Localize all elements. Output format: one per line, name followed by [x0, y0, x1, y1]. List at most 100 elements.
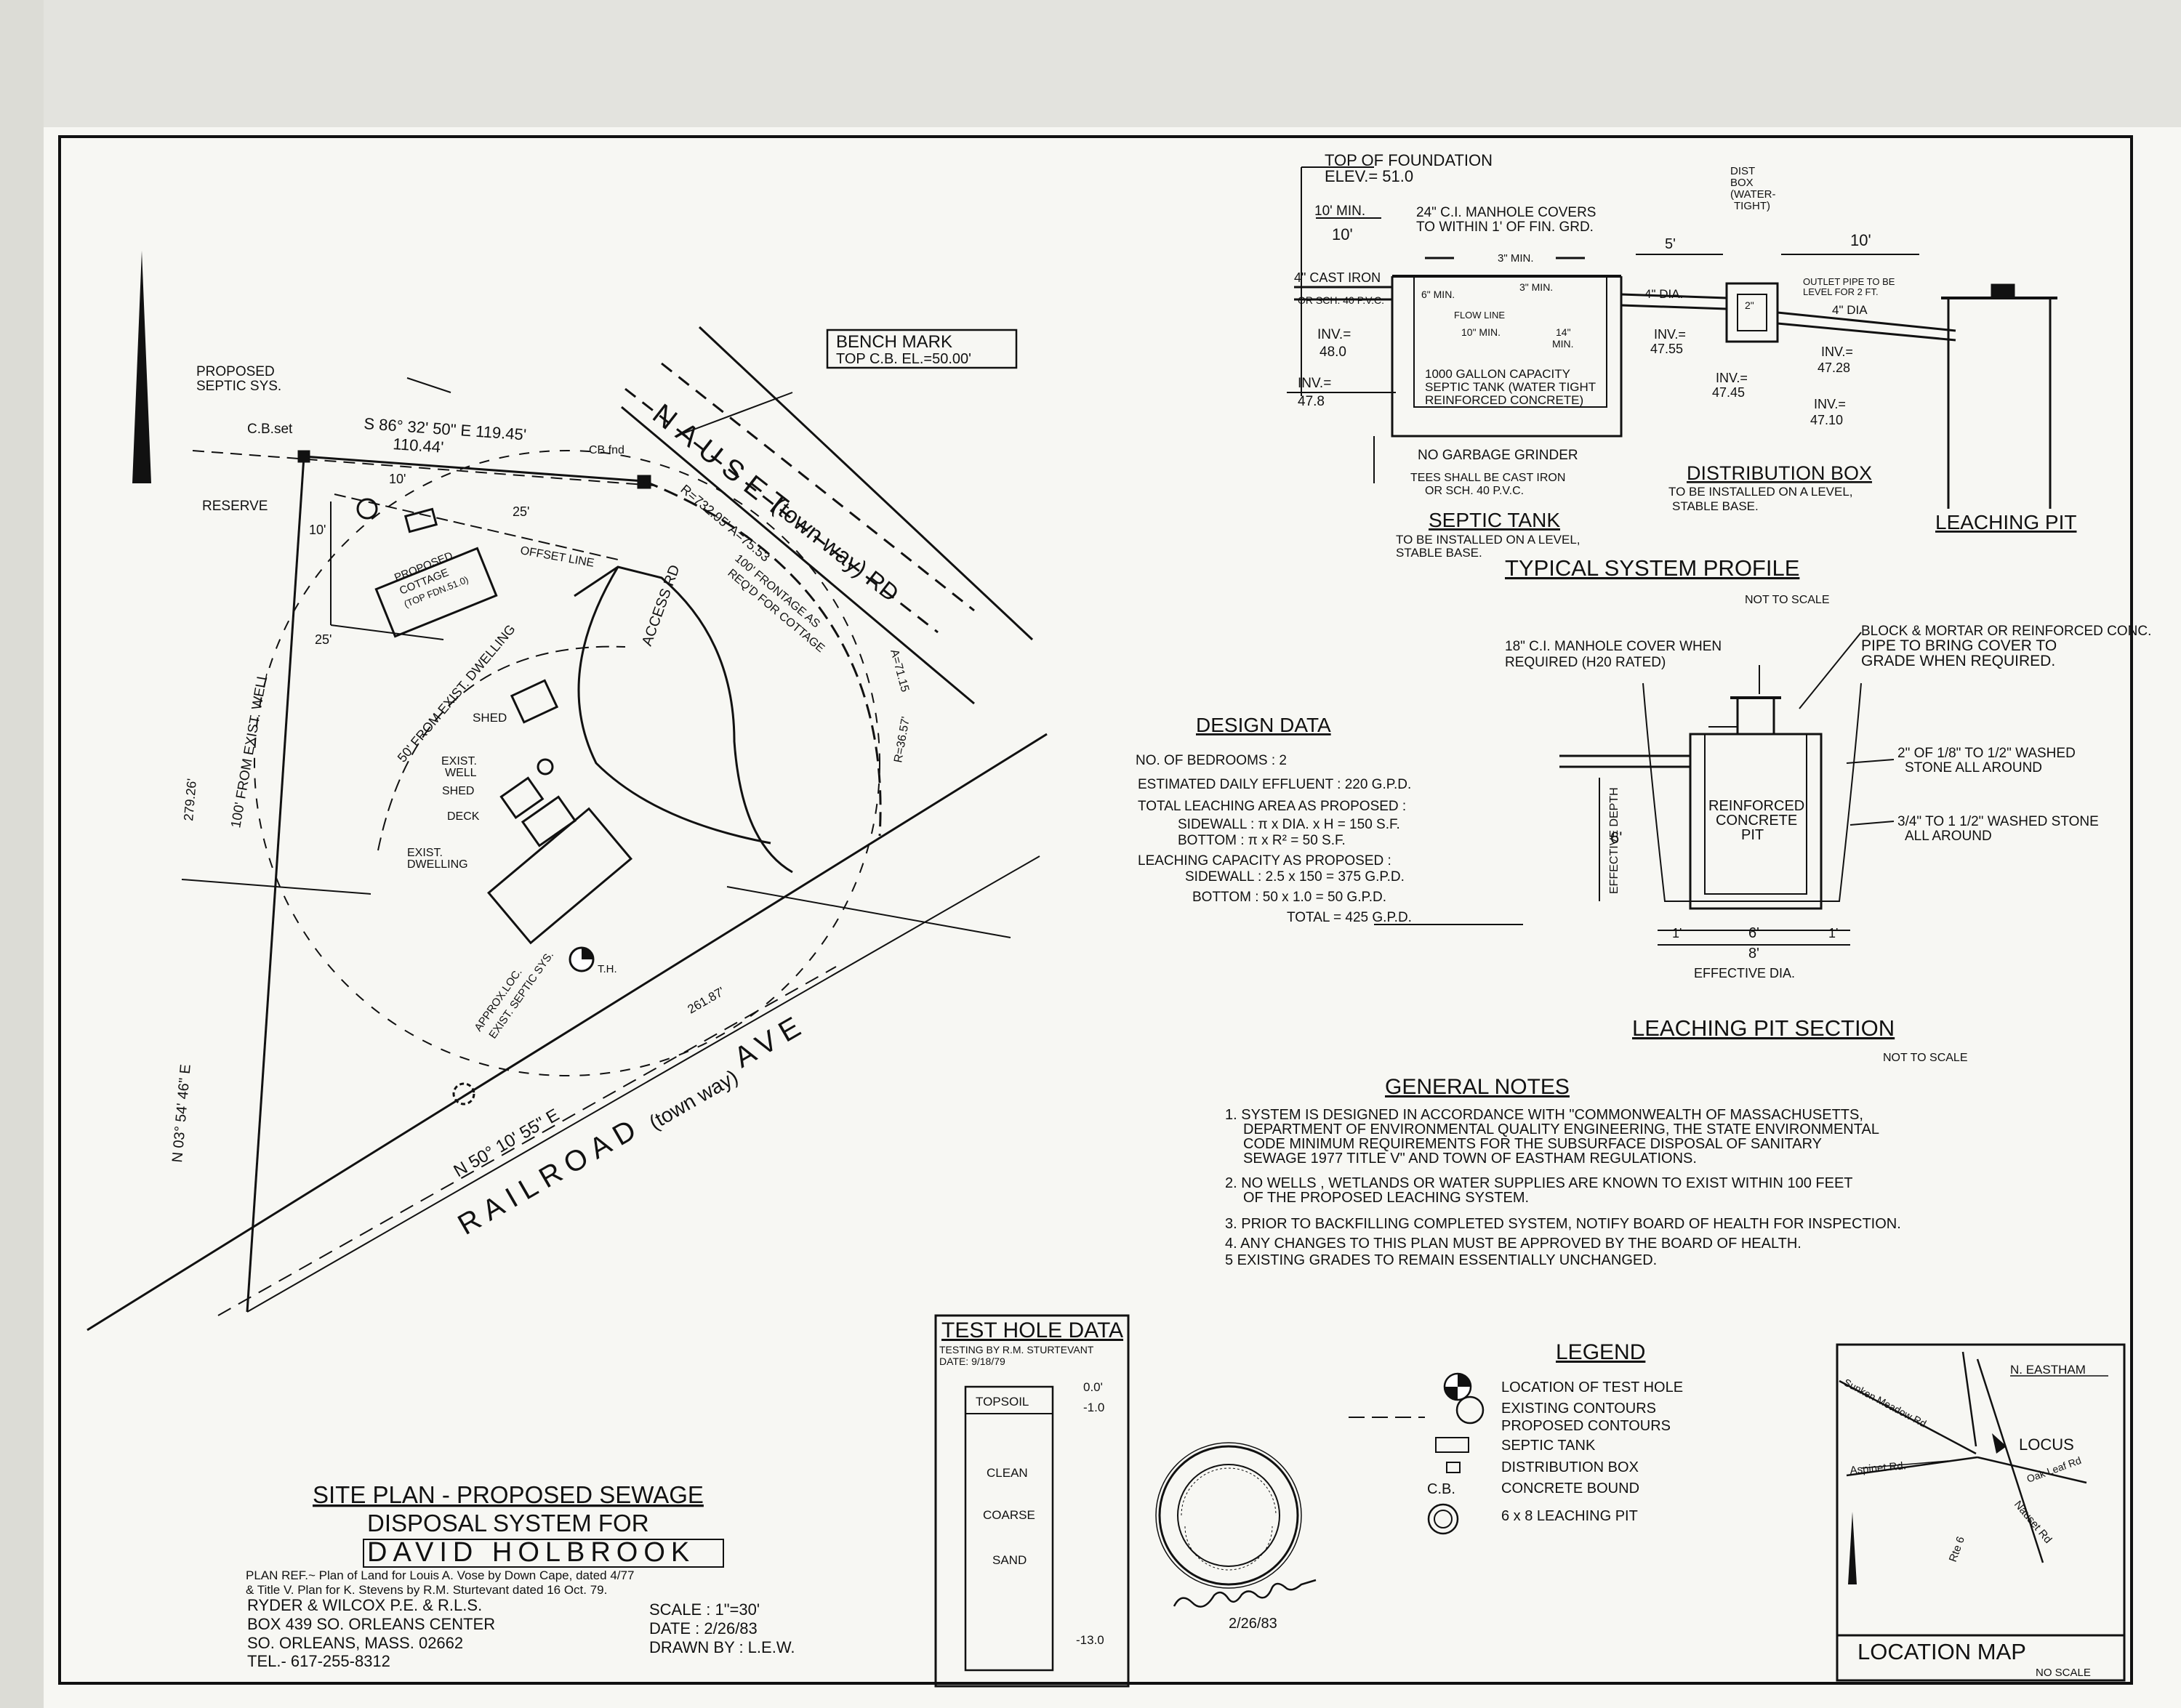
locus-marker	[1992, 1433, 2007, 1454]
design-line-5: BOTTOM : π x R² = 50 S.F.	[1178, 833, 1346, 848]
notes-title: GENERAL NOTES	[1385, 1075, 1570, 1099]
septic-tank-title: SEPTIC TANK	[1429, 509, 1560, 531]
dim-10-b: 10'	[309, 523, 326, 537]
note-line-3: CODE MINIMUM REQUIREMENTS FOR THE SUBSUR…	[1243, 1136, 1822, 1152]
pit-section-title: LEACHING PIT SECTION	[1632, 1015, 1895, 1041]
legend-item-1: LOCATION OF TEST HOLE	[1501, 1379, 1683, 1395]
septic-tank-note-1: TO BE INSTALLED ON A LEVEL,	[1396, 533, 1580, 547]
location-map-title: LOCATION MAP	[1857, 1639, 2026, 1664]
plan-ref-1: PLAN REF.~ Plan of Land for Louis A. Vos…	[246, 1568, 634, 1582]
depth-130: -13.0	[1076, 1633, 1104, 1647]
nauset-road-edge-1	[621, 406, 975, 705]
five: 5'	[1665, 236, 1676, 252]
inv-4745-b: 47.45	[1712, 385, 1745, 400]
dist-box-2: BOX	[1730, 177, 1754, 189]
inv-4728-b: 47.28	[1818, 360, 1850, 375]
three-min-b: 3" MIN.	[1519, 281, 1553, 293]
fourteen-min-1: 14"	[1556, 326, 1571, 338]
one-b: 1'	[1828, 926, 1838, 940]
engineer-seal	[1155, 1442, 1302, 1589]
legend-item-3: PROPOSED CONTOURS	[1501, 1418, 1671, 1434]
depth-10: -1.0	[1083, 1401, 1104, 1414]
box: BOX 439 SO. ORLEANS CENTER	[247, 1615, 495, 1633]
effective-dia: EFFECTIVE DIA.	[1694, 966, 1795, 980]
well-radius-circle	[254, 450, 880, 1076]
note-line-4: SEWAGE 1977 TITLE V" AND TOWN OF EASTHAM…	[1243, 1151, 1697, 1167]
block-mortar-1: BLOCK & MORTAR OR REINFORCED CONC.	[1861, 624, 2151, 639]
inv-480-b: 48.0	[1320, 345, 1346, 360]
six-min: 6" MIN.	[1421, 289, 1455, 300]
tank-text-1: 1000 GALLON CAPACITY	[1425, 367, 1570, 381]
design-line-8: BOTTOM : 50 x 1.0 = 50 G.P.D.	[1192, 890, 1386, 905]
signature-date: 2/26/83	[1229, 1616, 1277, 1632]
shed-2-label: SHED	[442, 785, 474, 797]
scanner-edge-top	[0, 0, 2181, 127]
inv-478-b: 47.8	[1298, 394, 1325, 409]
locus: LOCUS	[2019, 1435, 2074, 1454]
inv-4710-a: INV.=	[1814, 397, 1846, 411]
pit-section-not-to-scale: NOT TO SCALE	[1883, 1052, 1967, 1064]
test-hole-testing: TESTING BY R.M. STURTEVANT	[939, 1344, 1094, 1355]
test-hole-data: TEST HOLE DATA TESTING BY R.M. STURTEVAN…	[934, 1314, 1130, 1688]
two-in: 2"	[1745, 299, 1754, 311]
existing-dwelling	[487, 807, 632, 945]
railroad-ave-edge	[87, 733, 1048, 1332]
exist-well-label-2: WELL	[445, 767, 477, 779]
profile-title: TYPICAL SYSTEM PROFILE	[1505, 555, 1799, 581]
depth-00: 0.0'	[1083, 1380, 1103, 1394]
design-line-7: SIDEWALL : 2.5 x 150 = 375 G.P.D.	[1185, 869, 1405, 885]
proposed-septic-label-1: PROPOSED	[196, 364, 275, 379]
manhole-covers-2: TO WITHIN 1' OF FIN. GRD.	[1416, 219, 1594, 235]
title-line-1: SITE PLAN - PROPOSED SEWAGE	[313, 1481, 704, 1508]
reinforced-3: PIT	[1741, 827, 1764, 843]
four-dia-b: 4" DIA	[1832, 303, 1868, 317]
flow-line: FLOW LINE	[1454, 310, 1505, 321]
proposed-cottage	[374, 547, 498, 638]
exist-well-label-1: EXIST.	[441, 755, 477, 768]
scale: SCALE : 1"=30'	[649, 1600, 760, 1619]
design-line-6: LEACHING CAPACITY AS PROPOSED :	[1138, 853, 1391, 869]
washed-stone-2: STONE ALL AROUND	[1905, 760, 2042, 776]
note-line-8: 4. ANY CHANGES TO THIS PLAN MUST BE APPR…	[1225, 1236, 1802, 1252]
width-6: 6'	[1748, 925, 1759, 941]
title-block: SITE PLAN - PROPOSED SEWAGE DISPOSAL SYS…	[246, 1481, 795, 1670]
firm: RYDER & WILCOX P.E. & R.L.S.	[247, 1596, 482, 1614]
design-line-9: TOTAL = 425 G.P.D.	[1287, 910, 1412, 925]
manhole-covers-1: 24" C.I. MANHOLE COVERS	[1416, 205, 1596, 220]
design-line-2: ESTIMATED DAILY EFFLUENT : 220 G.P.D.	[1138, 777, 1411, 792]
outlet-pipe-2: LEVEL FOR 2 FT.	[1803, 286, 1879, 297]
design-line-4: SIDEWALL : π x DIA. x H = 150 S.F.	[1178, 817, 1400, 832]
date: DATE : 2/26/83	[649, 1619, 758, 1637]
ten: 10'	[1332, 225, 1353, 243]
design-line-3: TOTAL LEACHING AREA AS PROPOSED :	[1138, 799, 1406, 814]
general-notes: GENERAL NOTES 1. SYSTEM IS DESIGNED IN A…	[1225, 1075, 1901, 1268]
lot-line-south	[246, 855, 1040, 1313]
leaching-pit-section	[1559, 632, 1895, 946]
site-plan	[87, 251, 1048, 1332]
sch40: OR SCH. 40 P.V.C.	[1298, 294, 1384, 306]
location-map-no-scale: NO SCALE	[2036, 1667, 2091, 1679]
plan-ref-2: & Title V. Plan for K. Stevens by R.M. S…	[246, 1583, 607, 1597]
legend-cb-symbol: C.B.	[1427, 1481, 1455, 1497]
system-profile	[1287, 166, 2057, 509]
dist-box-title: DISTRIBUTION BOX	[1687, 462, 1872, 484]
map-north-arrow	[1848, 1512, 1857, 1584]
cb-fnd-label: CB fnd	[589, 444, 624, 456]
signature: 2/26/83	[1173, 1579, 1317, 1632]
tel: TEL.- 617-255-8312	[247, 1652, 390, 1670]
inv-478-a: INV.=	[1298, 376, 1331, 391]
dim-25-a: 25'	[513, 504, 529, 519]
block-mortar-2: PIPE TO BRING COVER TO	[1861, 637, 2057, 654]
tees-1: TEES SHALL BE CAST IRON	[1410, 472, 1565, 484]
ten-b: 10'	[1850, 231, 1871, 249]
scanner-edge-left	[0, 0, 44, 1708]
legend-item-6: CONCRETE BOUND	[1501, 1481, 1639, 1496]
design-data-title: DESIGN DATA	[1196, 714, 1331, 736]
inv-4728-a: INV.=	[1821, 345, 1853, 359]
proposed-septic-label-2: SEPTIC SYS.	[196, 379, 281, 394]
fourteen-min-2: MIN.	[1552, 338, 1574, 350]
lot-line-north	[303, 455, 645, 483]
dist-box-note-1: TO BE INSTALLED ON A LEVEL,	[1668, 485, 1853, 499]
coarse: COARSE	[983, 1508, 1035, 1522]
